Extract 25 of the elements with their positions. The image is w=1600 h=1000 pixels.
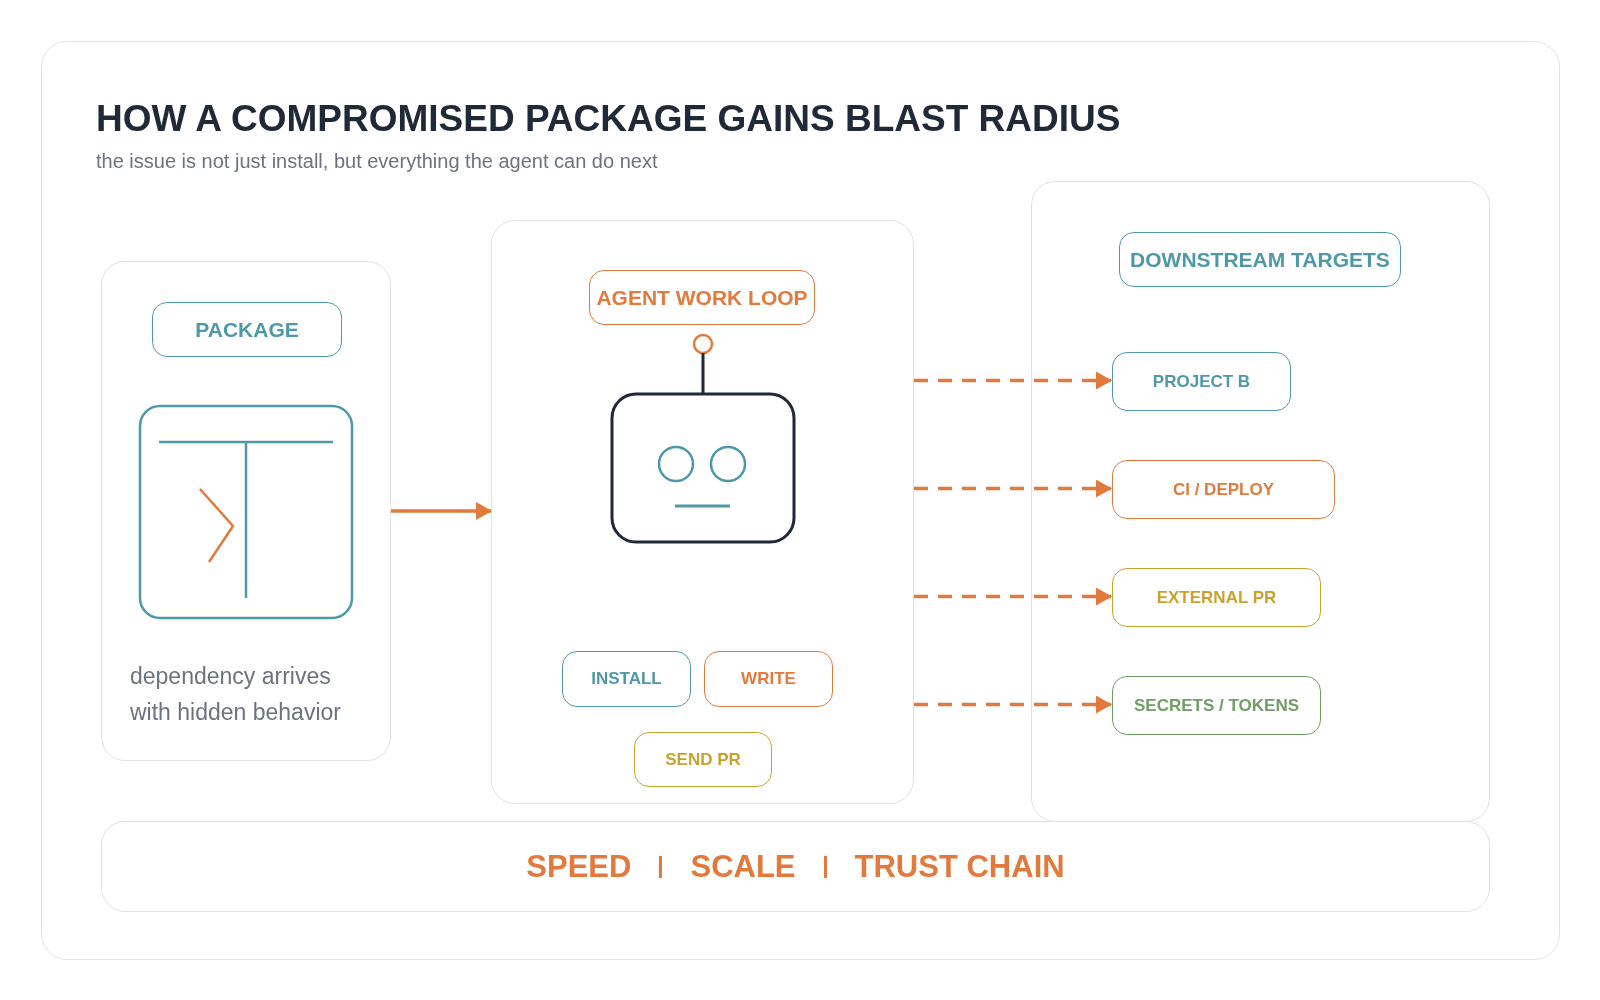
label-pill: SEND PR — [634, 732, 772, 787]
diagram-title: HOW A COMPROMISED PACKAGE GAINS BLAST RADIUS — [96, 98, 1121, 140]
arrow — [914, 695, 1112, 714]
panel-card — [1031, 181, 1490, 822]
panel-card — [491, 220, 914, 804]
label-pill: PROJECT B — [1112, 352, 1291, 411]
label-pill: DOWNSTREAM TARGETS — [1119, 232, 1401, 287]
label-pill: EXTERNAL PR — [1112, 568, 1321, 627]
arrow — [914, 587, 1112, 606]
label-pill: PACKAGE — [152, 302, 342, 357]
keyword: SCALE — [690, 848, 796, 885]
keyword: TRUST CHAIN — [854, 848, 1065, 885]
label-pill: SECRETS / TOKENS — [1112, 676, 1321, 735]
panel-card — [101, 261, 391, 761]
keyword: SPEED — [526, 848, 632, 885]
subtitle: the issue is not just install, but everything the agent can do next — [96, 150, 658, 173]
arrow — [914, 371, 1112, 390]
label-pill: INSTALL — [562, 651, 691, 707]
arrow — [391, 502, 492, 520]
panel-description: dependency arrives with hidden behavior — [130, 662, 342, 727]
label-pill: WRITE — [704, 651, 833, 707]
footer-band — [101, 821, 1490, 912]
label-pill: CI / DEPLOY — [1112, 460, 1335, 519]
arrow — [914, 479, 1112, 498]
label-pill: AGENT WORK LOOP — [589, 270, 815, 325]
